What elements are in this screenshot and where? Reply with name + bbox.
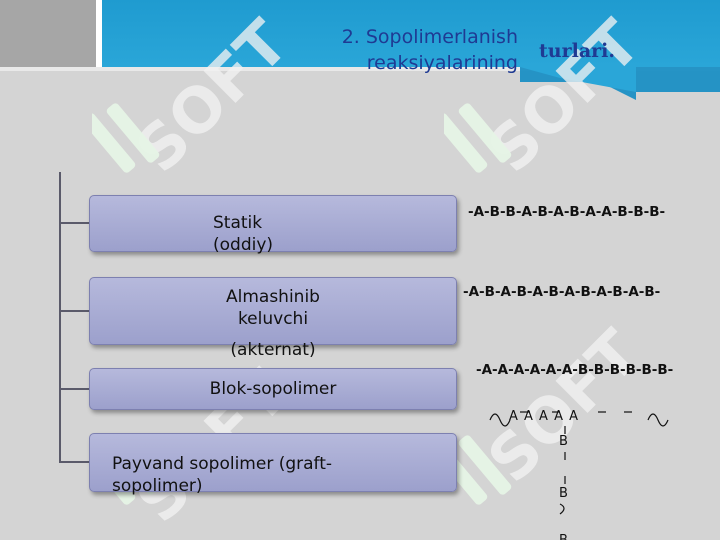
graft-structure xyxy=(489,411,669,515)
graft-branch-unit: B xyxy=(559,533,568,540)
sequence-statik: -A-B-B-A-B-A-B-A-A-B-B-B- xyxy=(468,204,666,220)
tree-branch xyxy=(59,461,91,463)
header-strip xyxy=(0,67,720,71)
sequence-block: -A-A-A-A-A-A-B-B-B-B-B-B- xyxy=(476,362,674,378)
soft-logo-icon xyxy=(92,103,160,173)
tree-branch xyxy=(59,222,91,224)
tree-trunk xyxy=(59,172,61,463)
header-blue-band xyxy=(102,0,720,67)
type-label: Statik (oddiy) xyxy=(213,213,274,255)
tree-branch xyxy=(59,388,91,390)
type-label-extra: (akternat) xyxy=(230,340,316,360)
type-box-graft: Payvand sopolimer (graft- sopolimer) xyxy=(89,433,457,496)
type-box-alternating: Almashinib keluvchi (akternat) xyxy=(89,277,457,360)
sequence-alternating: -A-B-A-B-A-B-A-B-A-B-A-B- xyxy=(463,284,661,300)
title-line-1: 2. Sopolimerlanish xyxy=(341,26,518,48)
header-divider xyxy=(96,0,102,67)
type-box-statik: Statik (oddiy) xyxy=(89,195,457,255)
type-label: Blok-sopolimer xyxy=(209,379,337,399)
slide-title: 2. Sopolimerlanish reaksiyalarining xyxy=(300,24,518,76)
header-ribbon xyxy=(520,67,720,100)
header-grey-block xyxy=(0,0,96,67)
graft-branch-unit: B xyxy=(559,434,568,449)
type-box-block: Blok-sopolimer xyxy=(89,368,457,410)
graft-branch-unit: B xyxy=(559,486,568,501)
type-label: Payvand sopolimer (graft- sopolimer) xyxy=(112,454,333,496)
tree-branch xyxy=(59,310,91,312)
type-label: Almashinib keluvchi xyxy=(226,287,320,329)
soft-logo-icon: SOFT xyxy=(474,316,654,496)
soft-logo-icon xyxy=(444,103,512,173)
title-line-2: reaksiyalarining xyxy=(366,52,518,74)
graft-main-chain: A A A A A xyxy=(509,409,579,424)
title-bold-word: turlari. xyxy=(539,40,615,62)
